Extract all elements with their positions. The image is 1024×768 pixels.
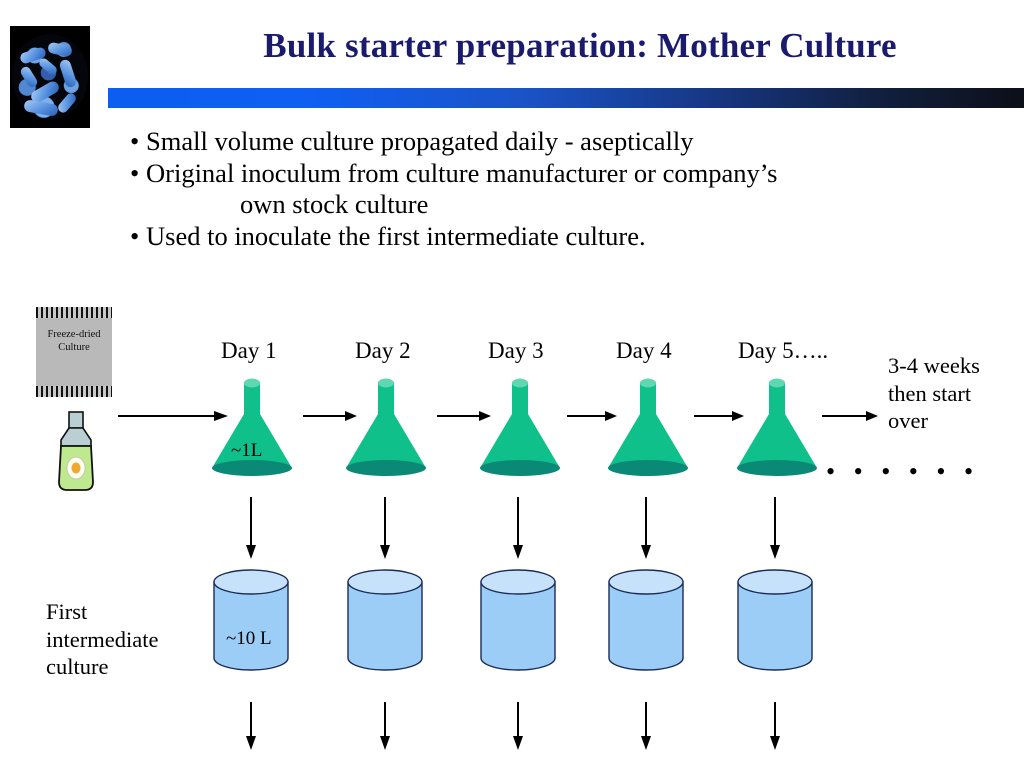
header-accent-bar (108, 88, 1024, 108)
bullet-text: Original inoculum from culture manufactu… (146, 157, 778, 188)
restart-note-line2: then start (888, 380, 972, 406)
flask-volume-label: ~1L (231, 440, 263, 461)
freeze-dried-culture-sachet: Freeze-dried Culture (36, 307, 112, 397)
first-intermediate-line2: intermediate (46, 626, 159, 652)
arrow-flask-3-to-4 (567, 409, 617, 423)
bullet-marker: • (130, 126, 140, 156)
cylinder-tank-1 (210, 565, 292, 675)
trailing-ellipsis: • • • • • • (826, 457, 980, 486)
arrow-flask-4-to-5 (694, 409, 744, 423)
arrow-flask-2-to-3 (437, 409, 491, 423)
bullet-marker: • (130, 157, 140, 188)
flask-day-4 (602, 372, 694, 482)
first-intermediate-culture-label: First intermediate culture (46, 598, 158, 681)
arrow-flask-2-to-cylinder-2 (378, 497, 392, 559)
flask-day-2 (340, 372, 432, 482)
list-item: •Small volume culture propagated daily -… (130, 126, 1010, 158)
sachet-crimp-bottom (36, 386, 112, 397)
arrow-cylinder-1-down (244, 702, 258, 750)
bullet-text: Used to inoculate the first intermediate… (146, 220, 646, 251)
arrow-cylinder-5-down (768, 702, 782, 750)
sachet-crimp-top (36, 307, 112, 318)
first-intermediate-line3: culture (46, 654, 109, 680)
arrow-vial-to-flask-1 (118, 409, 228, 423)
page-title: Bulk starter preparation: Mother Culture (263, 26, 897, 65)
arrow-flask-1-to-2 (303, 409, 357, 423)
cylinder-tank-5 (734, 565, 816, 675)
restart-note: 3-4 weeks then start over (888, 352, 980, 435)
arrow-flask-5-to-cylinder-5 (768, 497, 782, 559)
day-label-5: Day 5….. (738, 338, 829, 363)
sachet-label: Freeze-dried Culture (36, 329, 112, 354)
list-item: •Original inoculum from culture manufact… (130, 158, 1010, 221)
day-label-1: Day 1 (221, 338, 277, 363)
arrow-flask-3-to-cylinder-3 (511, 497, 525, 559)
restart-note-line3: over (888, 408, 928, 434)
flask-day-3 (474, 372, 566, 482)
day-label-4: Day 4 (616, 338, 672, 363)
arrow-cylinder-2-down (378, 702, 392, 750)
bullet-text: Small volume culture propagated daily - … (146, 126, 694, 156)
arrow-flask-1-to-cylinder-1 (244, 497, 258, 559)
bullet-text-continuation: own stock culture (240, 189, 429, 220)
cylinder-tank-2 (344, 565, 426, 675)
cylinder-tank-4 (605, 565, 687, 675)
arrow-flask-4-to-cylinder-4 (639, 497, 653, 559)
day-label-3: Day 3 (488, 338, 544, 363)
sachet-label-line1: Freeze-dried (47, 329, 101, 340)
arrow-cylinder-3-down (511, 702, 525, 750)
day-label-2: Day 2 (355, 338, 411, 363)
cylinder-volume-label: ~10 L (226, 628, 272, 649)
first-intermediate-line1: First (46, 599, 88, 624)
flask-day-1 (206, 372, 298, 482)
cylinder-tank-3 (477, 565, 559, 675)
restart-note-line1: 3-4 weeks (888, 353, 980, 378)
bacteria-disc-icon (12, 34, 88, 120)
culture-vial-icon (47, 410, 105, 495)
bullet-marker: • (130, 220, 140, 251)
bullet-list: •Small volume culture propagated daily -… (130, 126, 1010, 252)
flask-day-5 (731, 372, 823, 482)
arrow-cylinder-4-down (639, 702, 653, 750)
sachet-label-line2: Culture (58, 341, 90, 353)
bacteria-logo-icon (10, 26, 90, 128)
list-item: •Used to inoculate the first intermediat… (130, 221, 1010, 253)
arrow-flask-5-to-restart (822, 409, 878, 423)
